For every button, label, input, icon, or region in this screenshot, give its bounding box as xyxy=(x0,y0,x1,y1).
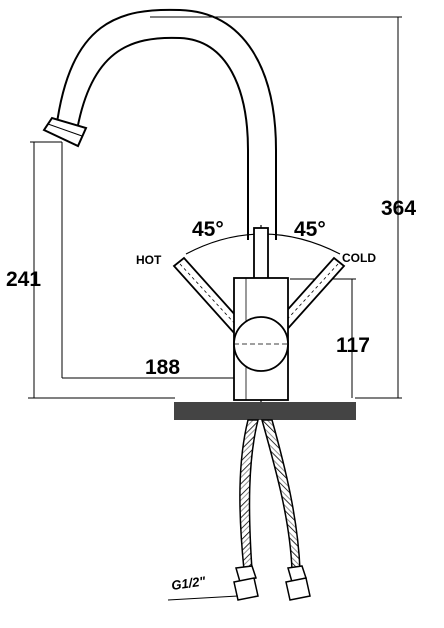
faucet-body xyxy=(233,277,289,401)
spout xyxy=(42,8,277,240)
cold-label: COLD xyxy=(342,251,376,265)
hose-fittings xyxy=(233,565,311,601)
right-angle-label: 45° xyxy=(294,218,326,241)
thread-size-label: G1/2" xyxy=(170,573,207,593)
handle-stem xyxy=(253,227,269,281)
aerator-tip xyxy=(42,116,88,148)
thread-leader-line xyxy=(167,595,239,601)
spout-reach-label: 188 xyxy=(145,356,180,379)
total-height-label: 364 xyxy=(381,197,416,220)
hot-label: HOT xyxy=(136,253,162,267)
body-height-label: 117 xyxy=(336,334,370,357)
left-angle-label: 45° xyxy=(192,218,224,241)
dimension-lines xyxy=(28,16,402,399)
spout-height-label: 241 xyxy=(6,268,41,291)
flex-hoses xyxy=(239,419,301,571)
countertop-base xyxy=(174,402,356,420)
